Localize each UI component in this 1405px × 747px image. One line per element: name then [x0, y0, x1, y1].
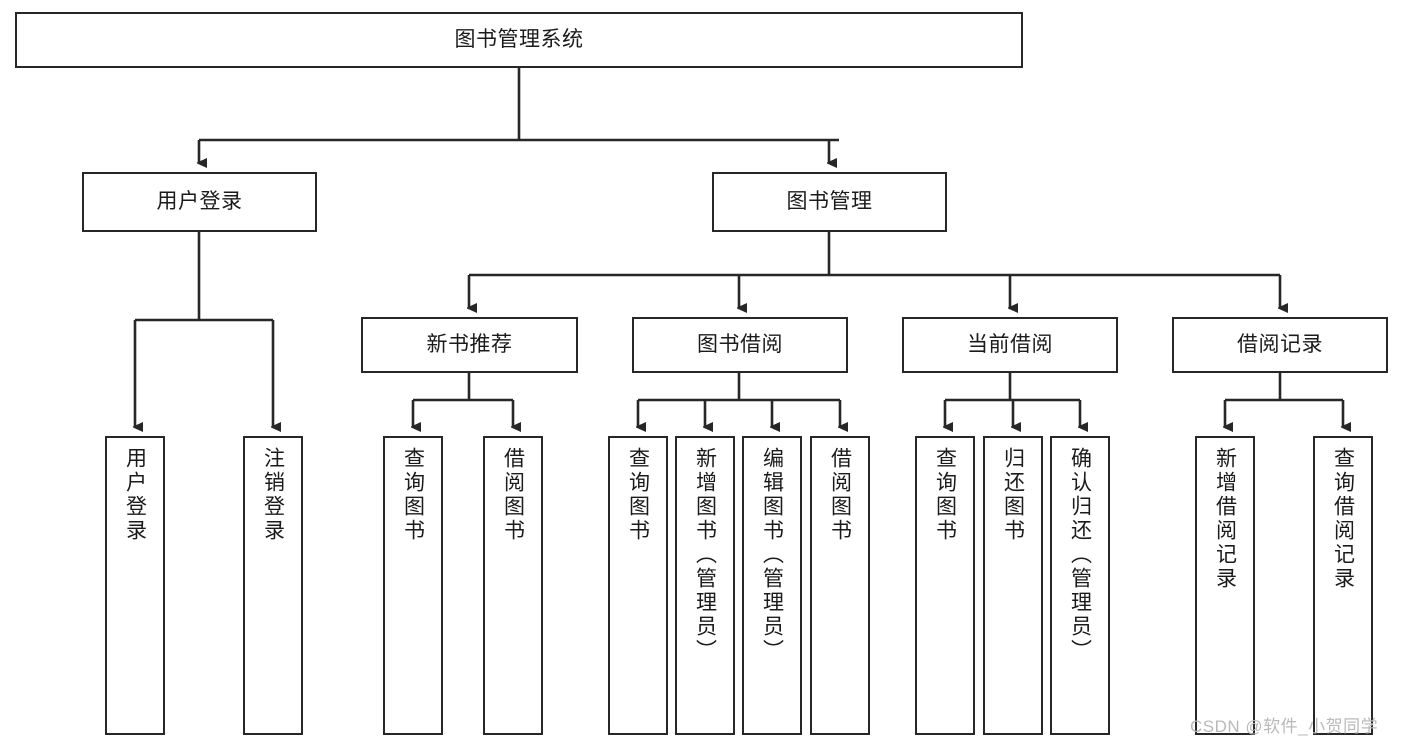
node-book-borrowing[interactable]: 图书借阅 — [632, 317, 848, 373]
node-label: 注销登录 — [261, 447, 285, 543]
leaf-borrow-record-query-record[interactable]: 查询借阅记录 — [1313, 436, 1373, 735]
node-label: 图书管理系统 — [454, 27, 584, 51]
node-user-login[interactable]: 用户登录 — [82, 172, 317, 232]
leaf-book-borrow-borrow-books[interactable]: 借阅图书 — [810, 436, 870, 735]
node-label: 借阅图书 — [828, 447, 852, 543]
node-label: 用户登录 — [156, 189, 243, 213]
leaf-book-borrow-add-book-admin[interactable]: 新增图书（管理员） — [675, 436, 735, 735]
leaf-user-login-logout[interactable]: 注销登录 — [243, 436, 303, 735]
node-label: 编辑图书（管理员） — [760, 447, 784, 663]
leaf-current-borrow-query-books[interactable]: 查询图书 — [915, 436, 975, 735]
node-borrow-records[interactable]: 借阅记录 — [1172, 317, 1388, 373]
node-label: 新书推荐 — [426, 332, 513, 356]
node-label: 新增图书（管理员） — [693, 447, 717, 663]
leaf-current-borrow-return-books[interactable]: 归还图书 — [983, 436, 1043, 735]
node-label: 查询借阅记录 — [1331, 447, 1355, 591]
leaf-new-book-query-books[interactable]: 查询图书 — [383, 436, 443, 735]
node-label: 查询图书 — [933, 447, 957, 543]
leaf-borrow-record-add-record[interactable]: 新增借阅记录 — [1195, 436, 1255, 735]
node-label: 借阅记录 — [1237, 332, 1323, 356]
node-label: 归还图书 — [1001, 447, 1025, 543]
node-label: 查询图书 — [626, 447, 650, 543]
node-book-management[interactable]: 图书管理 — [712, 172, 947, 232]
node-current-borrowing[interactable]: 当前借阅 — [902, 317, 1118, 373]
node-label: 图书管理 — [786, 189, 873, 213]
node-root-book-management-system[interactable]: 图书管理系统 — [15, 12, 1023, 68]
leaf-current-borrow-confirm-return-admin[interactable]: 确认归还（管理员） — [1050, 436, 1110, 735]
node-label: 确认归还（管理员） — [1068, 447, 1092, 663]
node-label: 图书借阅 — [697, 332, 783, 356]
csdn-watermark: CSDN @软件_小贺同学 — [1190, 717, 1379, 736]
node-label: 用户登录 — [123, 447, 147, 543]
leaf-book-borrow-edit-book-admin[interactable]: 编辑图书（管理员） — [742, 436, 802, 735]
leaf-book-borrow-query-books[interactable]: 查询图书 — [608, 436, 668, 735]
node-label: 新增借阅记录 — [1213, 447, 1237, 591]
leaf-user-login-login[interactable]: 用户登录 — [105, 436, 165, 735]
node-label: 当前借阅 — [967, 332, 1053, 356]
node-label: 查询图书 — [401, 447, 425, 543]
node-new-book-recommendation[interactable]: 新书推荐 — [361, 317, 578, 373]
node-label: 借阅图书 — [501, 447, 525, 543]
leaf-new-book-borrow-books[interactable]: 借阅图书 — [483, 436, 543, 735]
